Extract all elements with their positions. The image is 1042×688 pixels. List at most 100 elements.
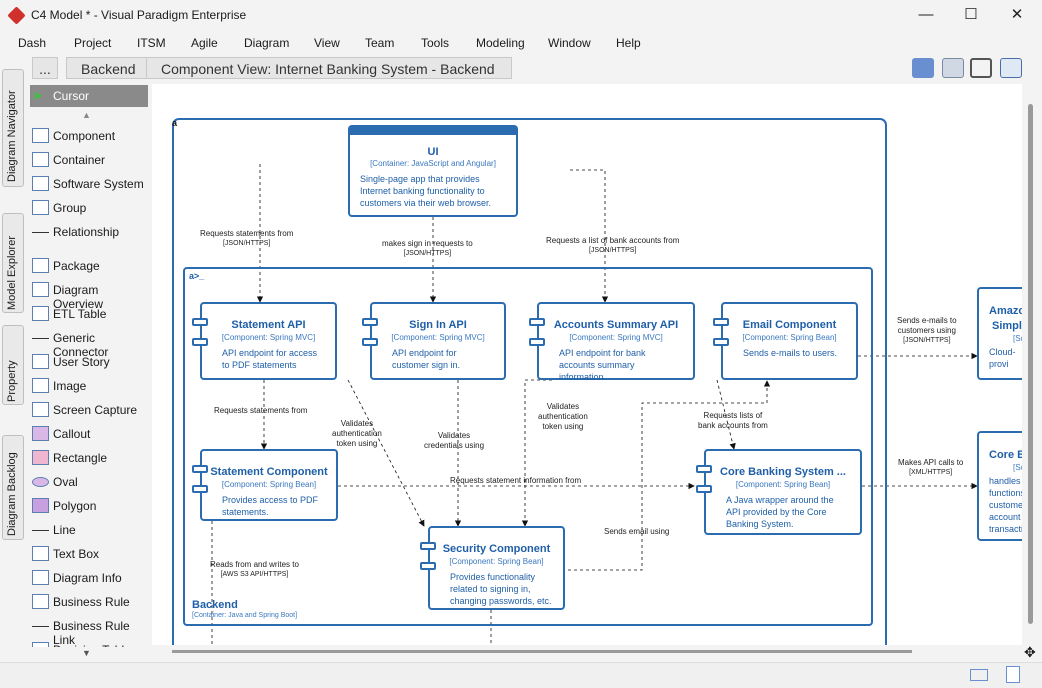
connector-label-line: Requests a list of bank accounts from (546, 236, 680, 245)
core-banking-ext-desc4: account (989, 512, 1021, 522)
accounts-summary-api[interactable]: Accounts Summary API[Component: Spring M… (529, 302, 695, 382)
tab-property[interactable]: Property (2, 325, 24, 405)
component-tab-icon (420, 542, 436, 550)
scroll-down-icon[interactable]: ▼ (82, 648, 91, 658)
palette-image[interactable]: Image (30, 375, 148, 397)
palette-component[interactable]: Component (30, 125, 148, 147)
menu-project[interactable]: Project (74, 36, 112, 50)
connector-label-line: Sends email using (604, 527, 670, 536)
mail-icon[interactable] (970, 669, 988, 681)
menu-window[interactable]: Window (548, 36, 591, 50)
core-banking-external-system[interactable]: Core B [Sc handles functions custome acc… (977, 431, 1022, 541)
menu-itsm[interactable]: ITSM (137, 36, 166, 50)
robot-icon[interactable] (912, 58, 934, 78)
component-tab-icon (362, 338, 378, 346)
menu-agile[interactable]: Agile (191, 36, 218, 50)
terminal-icon: a>_ (189, 271, 205, 281)
palette-group[interactable]: Group (30, 197, 148, 219)
component-stereotype: [Component: Spring Bean] (221, 480, 317, 489)
component-name: Email Component (742, 319, 837, 331)
connector-label: Requests statement information from (450, 476, 581, 486)
component-name: Accounts Summary API (553, 319, 679, 331)
component-tab-icon (696, 465, 712, 473)
core-banking-component[interactable]: Core Banking System ...[Component: Sprin… (696, 449, 862, 535)
panel-icon[interactable] (1000, 58, 1022, 78)
menu-tools[interactable]: Tools (421, 36, 450, 50)
ui-description: Single-page app that provides Internet b… (360, 174, 492, 208)
maximize-button[interactable]: ☐ (964, 6, 978, 23)
menu-modeling[interactable]: Modeling (476, 36, 525, 50)
palette-decision-table[interactable]: Decision Table (30, 639, 148, 647)
ui-container[interactable]: UI [Container: JavaScript and Angular] S… (348, 125, 518, 217)
palette-polygon[interactable]: Polygon (30, 495, 148, 517)
polygon-icon (32, 498, 49, 513)
connector-line[interactable] (568, 380, 771, 571)
menu-diagram[interactable]: Diagram (244, 36, 290, 50)
palette-diagram-info[interactable]: Diagram Info (30, 567, 148, 589)
menu-view[interactable]: View (314, 36, 340, 50)
backend-container[interactable]: a>_ Backend [Container: Java and Spring … (183, 267, 873, 626)
component-tab-icon (696, 485, 712, 493)
menu-dash[interactable]: Dash (18, 36, 47, 50)
connector-line[interactable] (521, 379, 552, 527)
breadcrumb-backend[interactable]: Backend (66, 57, 166, 79)
palette-container[interactable]: Container (30, 149, 148, 171)
menu-team[interactable]: Team (365, 36, 395, 50)
vertical-scrollbar[interactable] (1022, 84, 1040, 657)
document-icon[interactable] (1006, 666, 1020, 683)
business-rule-link-icon (32, 626, 49, 627)
tab-model-explorer[interactable]: Model Explorer (2, 213, 24, 313)
move-cross-icon[interactable]: ✥ (1024, 644, 1036, 660)
palette-oval[interactable]: Oval (30, 471, 148, 493)
amazon-external-system[interactable]: Amazo Simpl [Sc Cloud- provi (977, 287, 1022, 380)
security-component[interactable]: Security Component[Component: Spring Bea… (420, 526, 565, 610)
app-logo-icon (7, 6, 26, 25)
tab-diagram-navigator[interactable]: Diagram Navigator (2, 69, 24, 187)
fit-window-icon[interactable] (970, 58, 992, 78)
close-button[interactable]: ✕ (1010, 6, 1024, 23)
breadcrumb-more[interactable]: ... (32, 57, 58, 79)
palette-etl-table[interactable]: ETL Table (30, 303, 148, 325)
palette-screen-capture[interactable]: Screen Capture (30, 399, 148, 421)
statement-component[interactable]: Statement Component[Component: Spring Be… (192, 449, 338, 521)
tab-diagram-backlog[interactable]: Diagram Backlog (2, 435, 24, 540)
palette-business-rule-link[interactable]: Business Rule Link (30, 615, 148, 647)
component-tab-icon (529, 338, 545, 346)
connector-line[interactable] (570, 169, 609, 303)
palette-generic-connector[interactable]: Generic Connector (30, 327, 148, 359)
palette-business-rule[interactable]: Business Rule (30, 591, 148, 613)
diagram-info-icon (32, 570, 49, 585)
palette-relationship[interactable]: Relationship (30, 221, 148, 243)
palette-line[interactable]: Line (30, 519, 148, 541)
sign-in-api[interactable]: Sign In API[Component: Spring MVC]API en… (362, 302, 506, 380)
horizontal-scroll-thumb[interactable] (172, 650, 912, 653)
palette-cursor[interactable]: ➤ Cursor (30, 85, 148, 107)
diagram-canvas[interactable]: a a>_ Backend [Container: Java and Sprin… (152, 84, 1022, 657)
palette-user-story[interactable]: User Story (30, 351, 148, 373)
text-box-icon (32, 546, 49, 561)
component-name: Sign In API (409, 319, 467, 331)
palette-package[interactable]: Package (30, 255, 148, 277)
horizontal-scrollbar[interactable] (152, 645, 1022, 659)
connector-label-line: [JSON/HTTPS] (588, 247, 637, 254)
megaphone-icon[interactable] (942, 58, 964, 78)
business-rule-icon (32, 594, 49, 609)
palette-diagram-overview[interactable]: Diagram Overview (30, 279, 148, 311)
vertical-scroll-thumb[interactable] (1028, 104, 1033, 624)
palette-rectangle[interactable]: Rectangle (30, 447, 148, 469)
breadcrumb-component-view[interactable]: Component View: Internet Banking System … (146, 57, 512, 79)
statement-api[interactable]: Statement API[Component: Spring MVC]API … (192, 302, 337, 380)
relationship-icon (32, 232, 49, 233)
email-component[interactable]: Email Component[Component: Spring Bean]S… (713, 302, 858, 380)
scroll-up-icon[interactable]: ▲ (82, 110, 91, 120)
menu-help[interactable]: Help (616, 36, 641, 50)
palette-text-box[interactable]: Text Box (30, 543, 148, 565)
palette-software-system[interactable]: Software System (30, 173, 148, 195)
minimize-button[interactable]: — (918, 6, 934, 23)
palette-callout[interactable]: Callout (30, 423, 148, 445)
